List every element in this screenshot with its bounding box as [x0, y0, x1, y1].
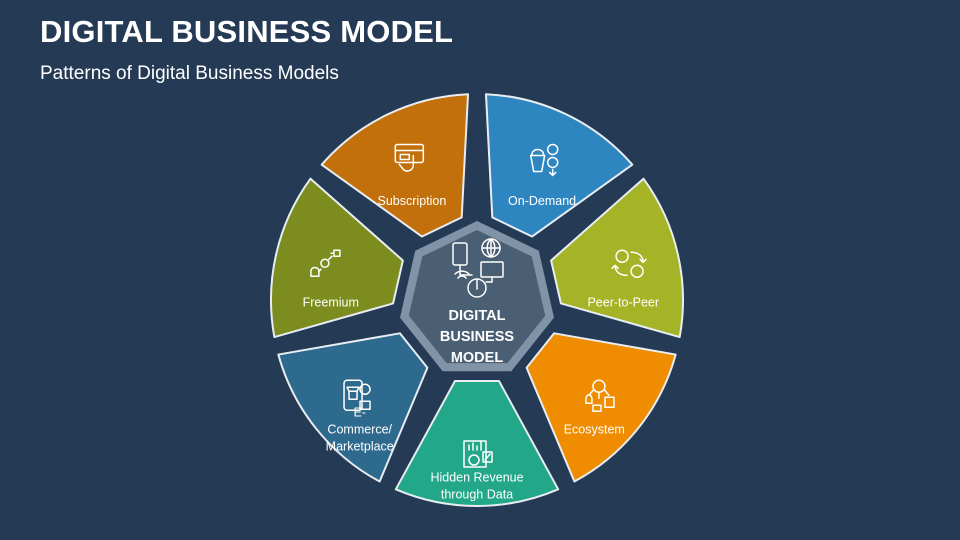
segment-on-demand-shape — [484, 93, 634, 238]
segment-peer-to-peer: Peer-to-Peer — [550, 177, 684, 339]
segment-hidden-revenue-shape — [394, 380, 560, 507]
page-subtitle: Patterns of Digital Business Models — [40, 63, 339, 84]
segment-ecosystem-label: Ecosystem — [564, 423, 625, 437]
on-demand-people-icon — [529, 143, 559, 177]
data-report-icon — [463, 440, 493, 468]
segment-freemium-label: Freemium — [303, 296, 359, 310]
segment-peer-to-peer-label: Peer-to-Peer — [587, 296, 659, 310]
segment-ecosystem: Ecosystem — [525, 332, 677, 483]
subscription-card-icon — [394, 143, 425, 172]
segment-subscription-shape — [320, 93, 470, 238]
freemium-dollar-icon — [310, 249, 341, 278]
segment-e-commerce-label: E-Commerce/Marketplace — [326, 406, 394, 454]
segment-e-commerce: E-Commerce/Marketplace — [277, 332, 429, 483]
digital-devices-icon — [452, 238, 504, 298]
ecosystem-network-icon — [585, 379, 615, 413]
segment-freemium: Freemium — [270, 177, 404, 339]
peer-exchange-icon — [611, 249, 647, 279]
segment-subscription: Subscription — [320, 93, 470, 238]
segment-freemium-shape — [270, 177, 404, 339]
segment-on-demand: On-Demand — [484, 93, 634, 238]
segment-e-commerce-shape — [277, 332, 429, 483]
storefront-phone-icon — [343, 379, 371, 412]
segment-subscription-label: Subscription — [378, 194, 447, 208]
page-title: DIGITAL BUSINESS MODEL — [40, 14, 454, 49]
segment-on-demand-label: On-Demand — [508, 194, 576, 208]
